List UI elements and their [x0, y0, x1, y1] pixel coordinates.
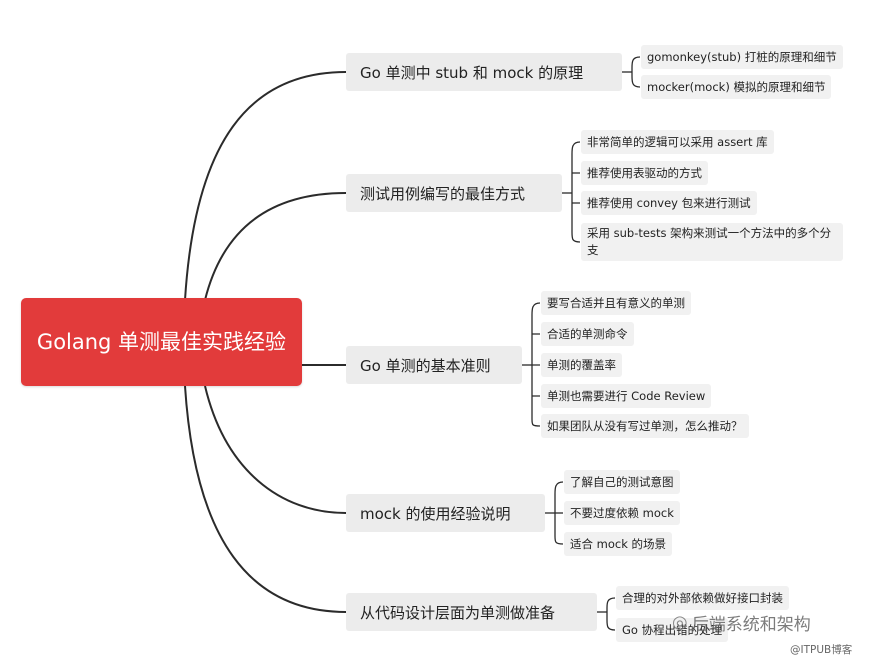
leaf-label: 了解自己的测试意图 — [570, 475, 674, 489]
watermark-brand-text: 后端系统和架构 — [691, 615, 811, 635]
root-topic[interactable]: Golang 单测最佳实践经验 — [21, 298, 302, 386]
leaf-label: 非常简单的逻辑可以采用 assert 库 — [587, 135, 768, 149]
leaf-label: mocker(mock) 模拟的原理和细节 — [647, 80, 826, 94]
leaf-label: 适合 mock 的场景 — [570, 537, 667, 551]
leaf-label: 单测也需要进行 Code Review — [547, 389, 706, 403]
leaf-label: 合适的单测命令 — [547, 327, 628, 341]
leaf-mock-scenarios[interactable]: 适合 mock 的场景 — [564, 532, 673, 556]
leaf-coverage[interactable]: 单测的覆盖率 — [541, 353, 622, 377]
branch-stub-mock-principle[interactable]: Go 单测中 stub 和 mock 的原理 — [346, 53, 622, 91]
leaf-label: 采用 sub-tests 架构来测试一个方法中的多个分支 — [587, 226, 832, 257]
root-title: Golang 单测最佳实践经验 — [36, 329, 287, 354]
leaf-meaningful-tests[interactable]: 要写合适并且有意义的单测 — [541, 291, 691, 315]
leaf-test-intent[interactable]: 了解自己的测试意图 — [564, 470, 680, 494]
leaf-label: 合理的对外部依赖做好接口封装 — [622, 591, 783, 605]
leaf-label: 如果团队从没有写过单测，怎么推动？ — [547, 419, 743, 433]
leaf-assert[interactable]: 非常简单的逻辑可以采用 assert 库 — [581, 130, 774, 154]
leaf-sub-tests[interactable]: 采用 sub-tests 架构来测试一个方法中的多个分支 — [581, 223, 843, 261]
leaf-test-command[interactable]: 合适的单测命令 — [541, 322, 634, 346]
leaf-label: gomonkey(stub) 打桩的原理和细节 — [647, 50, 837, 64]
leaf-label: 要写合适并且有意义的单测 — [547, 296, 685, 310]
branch-label: 从代码设计层面为单测做准备 — [360, 603, 556, 622]
branch-basic-principles[interactable]: Go 单测的基本准则 — [346, 346, 522, 384]
leaf-label: 推荐使用表驱动的方式 — [587, 166, 702, 180]
leaf-interface-wrap[interactable]: 合理的对外部依赖做好接口封装 — [616, 586, 789, 610]
branch-label: mock 的使用经验说明 — [360, 504, 511, 523]
leaf-table-driven[interactable]: 推荐使用表驱动的方式 — [581, 161, 708, 185]
leaf-convey[interactable]: 推荐使用 convey 包来进行测试 — [581, 191, 757, 215]
leaf-no-overuse-mock[interactable]: 不要过度依赖 mock — [564, 501, 680, 525]
leaf-gomonkey[interactable]: gomonkey(stub) 打桩的原理和细节 — [641, 45, 843, 69]
branch-label: Go 单测中 stub 和 mock 的原理 — [360, 63, 584, 82]
watermark-source: @ITPUB博客 — [790, 644, 853, 656]
leaf-label: Go 协程出错的处理 — [622, 623, 723, 637]
branch-mock-experience[interactable]: mock 的使用经验说明 — [346, 494, 545, 532]
leaf-label: 单测的覆盖率 — [547, 358, 616, 372]
leaf-mocker[interactable]: mocker(mock) 模拟的原理和细节 — [641, 75, 832, 99]
leaf-team-adoption[interactable]: 如果团队从没有写过单测，怎么推动？ — [541, 414, 749, 438]
wechat-icon: ◎ — [672, 612, 688, 633]
leaf-code-review[interactable]: 单测也需要进行 Code Review — [541, 384, 712, 408]
branch-best-way-write-tests[interactable]: 测试用例编写的最佳方式 — [346, 174, 562, 212]
branch-label: Go 单测的基本准则 — [360, 356, 491, 375]
branch-code-design-prep[interactable]: 从代码设计层面为单测做准备 — [346, 593, 597, 631]
branch-label: 测试用例编写的最佳方式 — [360, 184, 526, 203]
leaf-label: 推荐使用 convey 包来进行测试 — [587, 196, 751, 210]
leaf-goroutine-error[interactable]: Go 协程出错的处理 — [616, 618, 729, 642]
leaf-label: 不要过度依赖 mock — [570, 506, 674, 520]
watermark-brand: ◎ 后端系统和架构 — [672, 610, 811, 635]
